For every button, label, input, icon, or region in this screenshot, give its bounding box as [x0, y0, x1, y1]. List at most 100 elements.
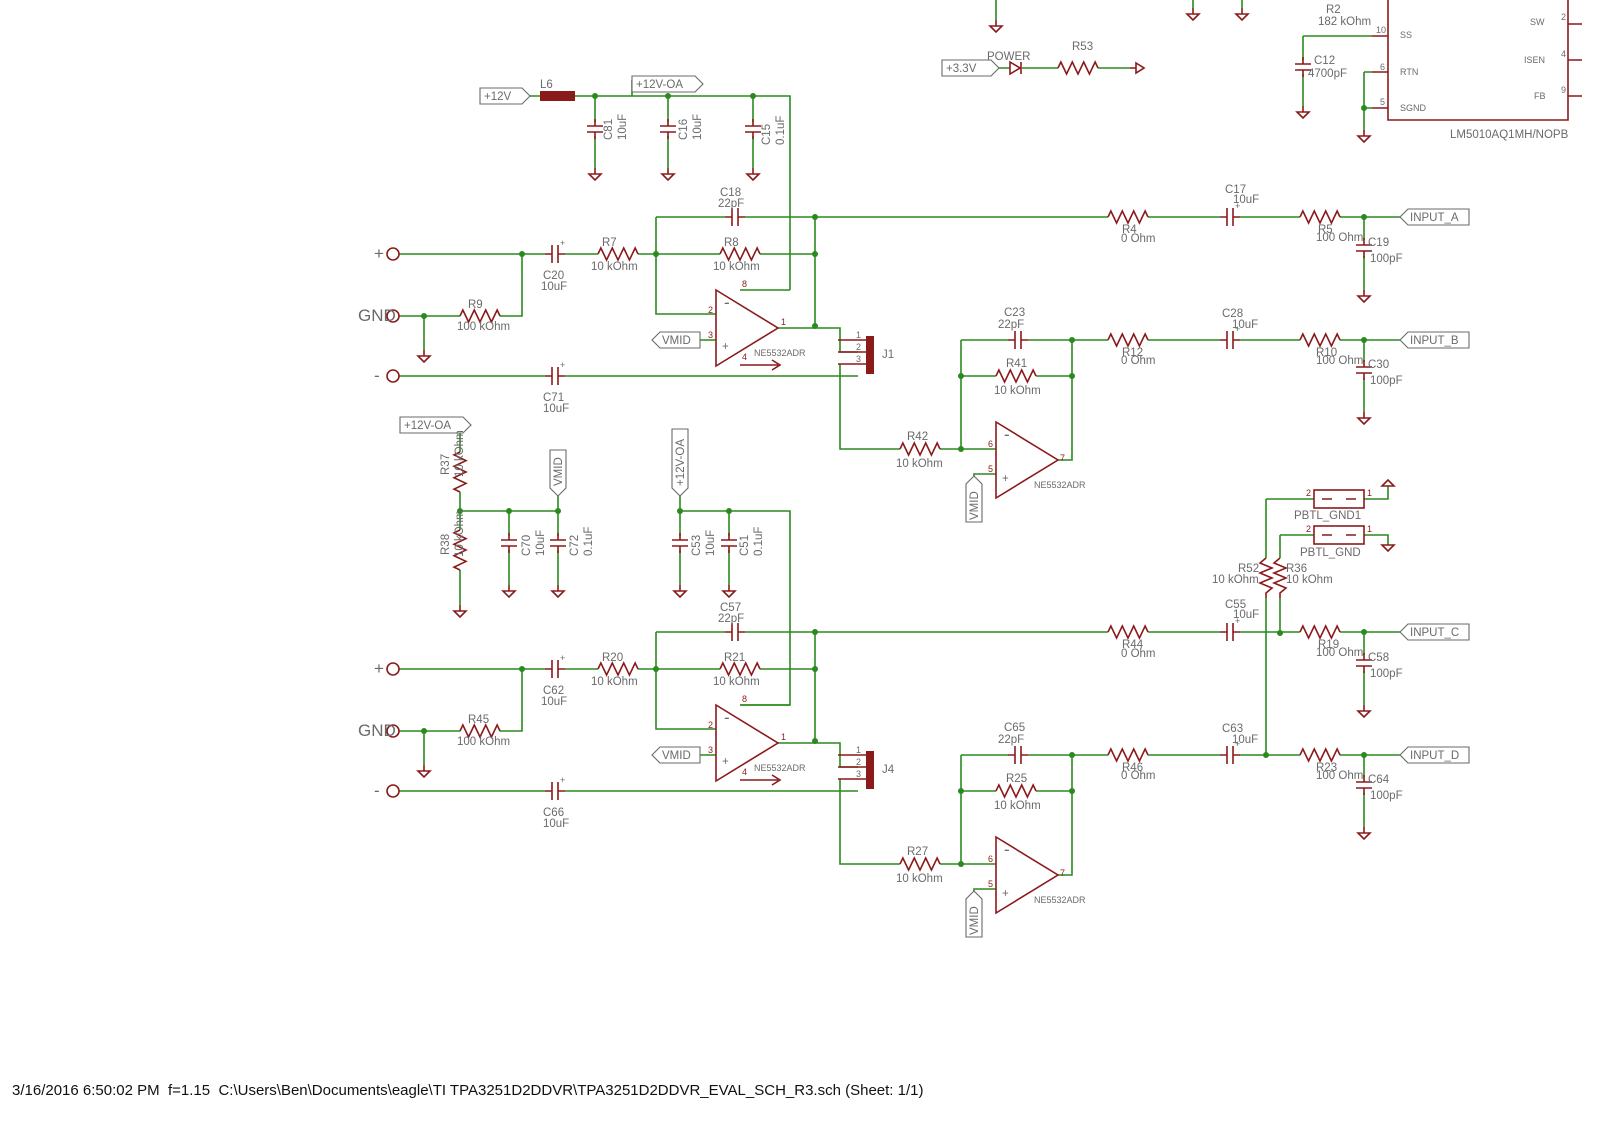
jumper-pin: 2 [1306, 488, 1311, 498]
label-input: INPUT_A [1410, 212, 1459, 224]
opamp-pin-num: 5 [988, 879, 993, 889]
footer-sheet: (Sheet: 1/1) [845, 1082, 924, 1099]
resistor-value-R7: 10 kOhm [591, 261, 638, 273]
junction [1263, 752, 1269, 758]
sheet-footer: 3/16/2016 6:50:02 PM f=1.15 C:\Users\Ben… [12, 1082, 924, 1099]
capacitor-value-C64: 100pF [1370, 790, 1403, 802]
opamp-pin-num: 2 [708, 720, 713, 730]
capacitor-C65 [1008, 746, 1028, 764]
resistor-R19 [1299, 624, 1341, 640]
resistor-R23 [1299, 747, 1341, 763]
capacitor-polarity: + [560, 775, 565, 785]
ic-pin-name: RTN [1400, 67, 1418, 77]
ground-symbol [1235, 7, 1249, 21]
label-12v-oa-second-box [671, 428, 689, 497]
capacitor-polarity: + [1235, 739, 1240, 749]
opamp-u1-plus: + [722, 341, 729, 353]
ground-symbol [1357, 704, 1371, 718]
terminal-gnd-label: GND [358, 721, 396, 740]
capacitor-C16 [660, 119, 676, 139]
capacitor-ref-C19: C19 [1368, 237, 1389, 249]
wire [655, 631, 1108, 741]
resistor-R20 [597, 661, 639, 677]
capacitor-ref-C17: C17 [1225, 184, 1246, 196]
capacitor-C18 [725, 208, 745, 226]
label-12v: +12V [484, 91, 512, 103]
resistor-ref-R9: R9 [468, 299, 483, 311]
resistor-R45 [459, 723, 501, 739]
junction [457, 508, 463, 514]
junction [1361, 214, 1367, 220]
junction [421, 313, 427, 319]
label-vmid-divider-box [549, 449, 567, 497]
footer-date: 3/16/2016 6:50:02 PM [12, 1082, 160, 1099]
ground-symbol [1296, 105, 1310, 119]
capacitor-C15 [745, 119, 761, 139]
resistor-R36 [1271, 557, 1289, 598]
capacitor-C53 [672, 533, 688, 553]
opamp-u3-plus: + [722, 756, 729, 768]
ground-symbol [551, 584, 565, 598]
ic-pins [1372, 23, 1582, 109]
terminal-minus [386, 369, 400, 383]
resistor-value-R52: 10 kOhm [1212, 574, 1259, 586]
junction [519, 666, 525, 672]
opamp-pin-num: 8 [742, 279, 747, 289]
capacitor-value-C18: 22pF [718, 198, 744, 210]
resistor-ref-R45: R45 [468, 714, 489, 726]
header-J1 [866, 336, 874, 374]
inductor-ref-L6: L6 [540, 79, 553, 91]
led-power [1009, 60, 1022, 76]
terminal-plus-label: + [374, 244, 384, 263]
wire [655, 216, 1108, 326]
terminal-plus-label: + [374, 659, 384, 678]
capacitor-value-C72: 0.1uF [583, 527, 595, 556]
ground-symbol [417, 764, 431, 778]
capacitor-C63 [1220, 746, 1240, 764]
wire [839, 364, 996, 450]
resistor-value-R5: 100 Ohm [1316, 232, 1363, 244]
capacitor-ref-C62: C62 [543, 685, 564, 697]
opamp-pin-num: 7 [1060, 868, 1065, 878]
resistor-value-R46: 0 Ohm [1121, 770, 1156, 782]
resistor-value-R36: 10 kOhm [1286, 574, 1333, 586]
resistor-R27 [899, 856, 941, 872]
junction [1069, 337, 1075, 343]
ic-pin-name: SS [1400, 30, 1412, 40]
capacitor-value-C70: 10uF [535, 530, 547, 556]
resistor-R41 [995, 368, 1037, 384]
resistor-value-R27: 10 kOhm [896, 873, 943, 885]
opamp-pin-num: 4 [742, 352, 747, 362]
jumper-pin: 1 [1367, 488, 1372, 498]
resistor-ref-R10: R10 [1316, 347, 1337, 359]
label-12v-oa-top-box [631, 75, 704, 93]
capacitor-value-C19: 100pF [1370, 253, 1403, 265]
resistor-ref-R5: R5 [1318, 224, 1333, 236]
ic-pin-num: 6 [1380, 62, 1385, 72]
resistor-ref-R36: R36 [1286, 563, 1307, 575]
resistor-value-R4: 0 Ohm [1121, 233, 1156, 245]
junction [677, 508, 683, 514]
resistor-ref-R53: R53 [1072, 41, 1093, 53]
ground-symbol [746, 167, 760, 181]
opamp-u1 [715, 288, 780, 368]
opamp-pin-num: 3 [708, 330, 713, 340]
opamp-pin-num: 6 [988, 854, 993, 864]
resistor-ref-R42: R42 [907, 431, 928, 443]
resistor-value-R42: 10 kOhm [896, 458, 943, 470]
capacitor-value-C66: 10uF [543, 818, 569, 830]
label-vmid-divider: VMID [553, 457, 565, 486]
ic-pin-num: 4 [1561, 49, 1566, 59]
resistor-ref-R20: R20 [602, 652, 623, 664]
label-3v3-box [941, 59, 1000, 77]
label-vmid-box [651, 746, 701, 764]
wire [399, 669, 523, 765]
capacitor-value-C81: 10uF [617, 114, 629, 140]
wire [973, 888, 996, 891]
label-12v-oa-second: +12V-OA [675, 439, 687, 486]
terminal-minus-label: - [374, 781, 380, 800]
capacitor-ref-C71: C71 [543, 392, 564, 404]
capacitor-value-C53: 10uF [705, 530, 717, 556]
resistor-value-R25: 10 kOhm [994, 800, 1041, 812]
junction [958, 861, 964, 867]
